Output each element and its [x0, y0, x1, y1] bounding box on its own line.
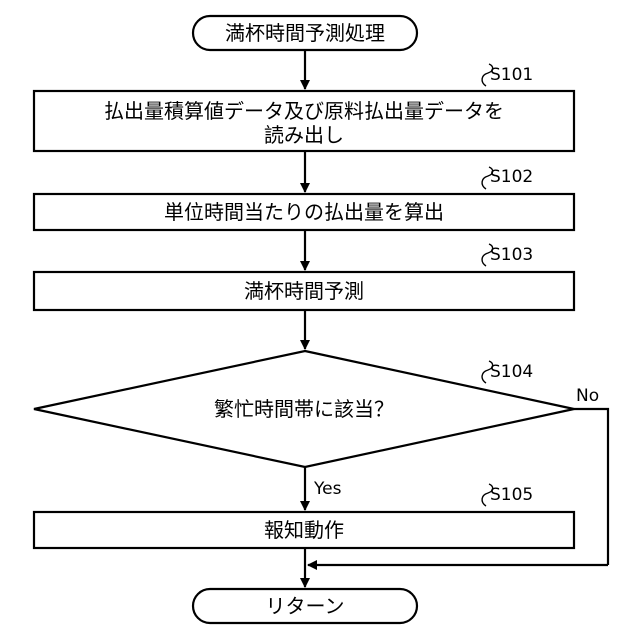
- yes-branch-label: Yes: [313, 479, 342, 499]
- step-s101-ref-label: S101: [490, 65, 533, 85]
- step-s102-label: 単位時間当たりの払出量を算出: [164, 200, 444, 224]
- decision-s104: 繁忙時間帯に該当？ S104: [34, 351, 574, 467]
- start-terminal-label: 満杯時間予測処理: [225, 21, 385, 45]
- decision-s104-ref-label: S104: [490, 362, 533, 382]
- end-terminal-label: リターン: [266, 594, 345, 618]
- no-branch-line: [574, 409, 608, 565]
- decision-s104-label: 繁忙時間帯に該当？: [214, 397, 394, 421]
- step-s102-ref-label: S102: [490, 167, 533, 187]
- step-s101-label-line1: 払出量積算値データ及び原料払出量データを: [104, 99, 504, 123]
- step-s105-ref-label: S105: [490, 485, 533, 505]
- start-terminal: 満杯時間予測処理: [193, 16, 417, 50]
- step-s103-ref-label: S103: [490, 245, 533, 265]
- end-terminal: リターン: [193, 589, 417, 623]
- no-branch-label: No: [576, 386, 599, 406]
- step-s101-label-line2: 読み出し: [264, 123, 344, 147]
- step-s103-label: 満杯時間予測: [244, 279, 364, 303]
- step-s105-label: 報知動作: [264, 518, 344, 542]
